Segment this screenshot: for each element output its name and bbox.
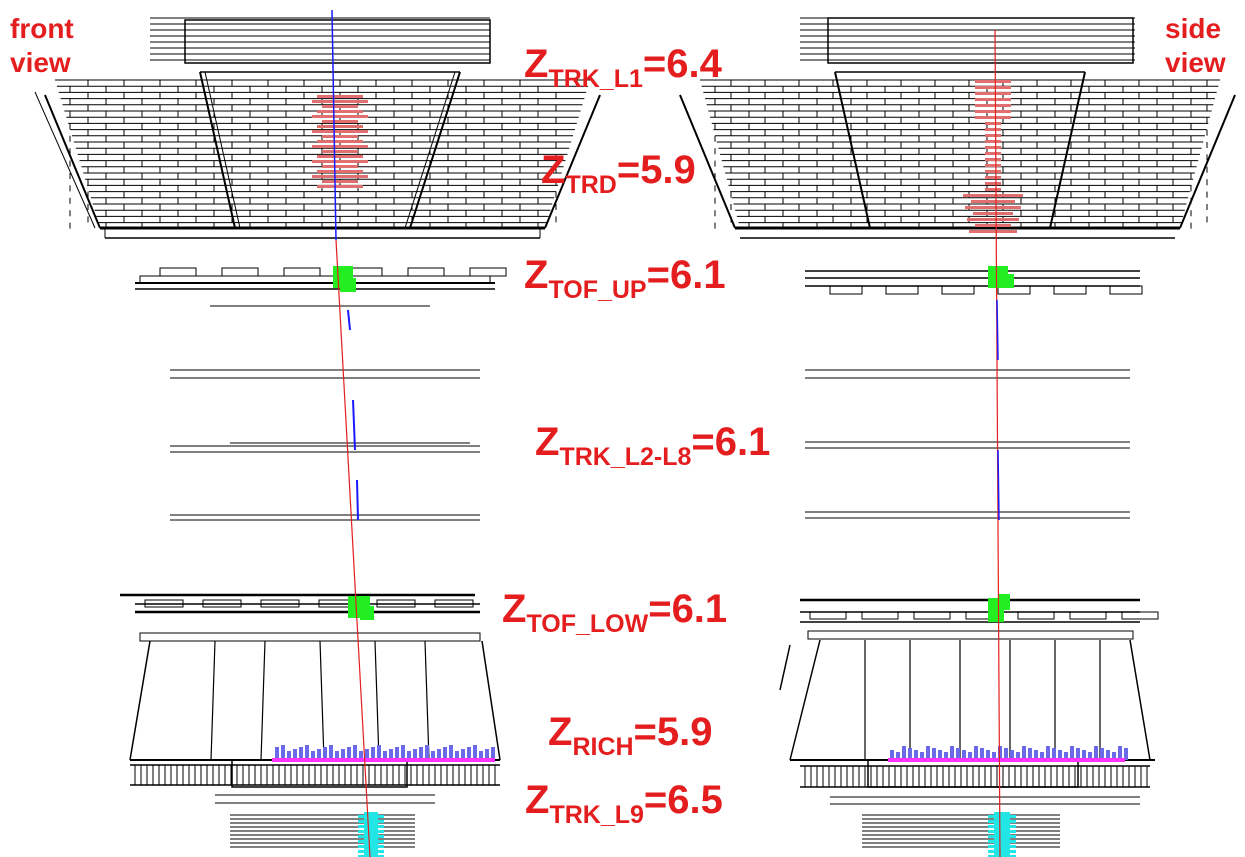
side-view-label: side view (1165, 12, 1226, 80)
front-tracker-layers (170, 369, 480, 521)
side-trd-hits (963, 80, 1023, 233)
charge-trk-l2-l8: ZTRK_L2-L8=6.1 (535, 420, 771, 471)
side-view-label-line1: side (1165, 13, 1222, 44)
side-rich (779, 639, 1155, 805)
tracker-l9-hits (358, 812, 1016, 857)
front-tof-lower (120, 593, 481, 642)
rich-hits (275, 745, 1128, 760)
charge-trd: ZTRD=5.9 (541, 148, 696, 199)
charge-trk-l1: ZTRK_L1=6.4 (524, 42, 722, 93)
side-tracker-l9 (862, 814, 1060, 848)
side-view-label-line2: view (1165, 47, 1226, 78)
front-tof-upper (135, 267, 507, 307)
charge-tof-low: ZTOF_LOW=6.1 (502, 587, 728, 638)
side-tof-lower (800, 598, 1159, 640)
front-view-label-line2: view (10, 47, 71, 78)
side-tof-upper (805, 270, 1143, 295)
charge-trk-l9: ZTRK_L9=6.5 (525, 778, 723, 829)
charge-tof-up: ZTOF_UP=6.1 (524, 253, 726, 304)
front-view-label-line1: front (10, 13, 74, 44)
front-view-label: front view (10, 12, 74, 80)
front-tracker-l9 (230, 814, 415, 848)
front-rich (129, 640, 501, 804)
side-tracker-layers (805, 369, 1130, 519)
side-trd (679, 17, 1236, 239)
front-track (331, 9, 371, 857)
side-track (994, 29, 1001, 857)
charge-rich: ZRICH=5.9 (548, 710, 713, 761)
front-trd-hits (312, 95, 368, 188)
